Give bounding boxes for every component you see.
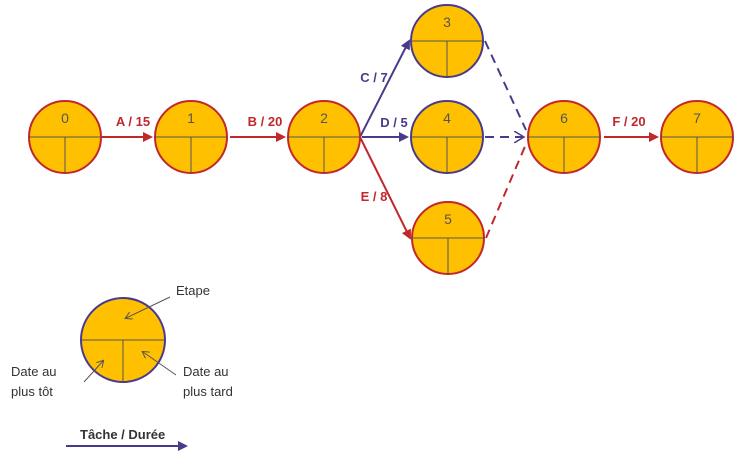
dummy-link-5-6 xyxy=(485,143,527,239)
legend-pointer-date-tard xyxy=(143,352,177,376)
task-label-C: C / 7 xyxy=(360,70,387,85)
legend-date-tot-line2: plus tôt xyxy=(11,384,53,399)
node-5: 5 xyxy=(411,201,485,275)
node-0: 0 xyxy=(28,100,102,174)
node-number: 1 xyxy=(187,110,195,126)
legend-etape-label: Etape xyxy=(176,283,210,298)
node-number: 5 xyxy=(444,211,452,227)
legend-date-tot-line1: Date au xyxy=(11,364,57,379)
node-number: 7 xyxy=(693,110,701,126)
legend-date-tard-line1: Date au xyxy=(183,364,229,379)
task-arrow-E xyxy=(359,136,411,240)
legend: Etape Date au plus tôt Date au plus tard… xyxy=(11,283,233,451)
task-label-D: D / 5 xyxy=(380,115,407,130)
task-arrows xyxy=(101,39,659,240)
node-2: 2 xyxy=(287,100,361,174)
node-number: 6 xyxy=(560,110,568,126)
task-label-A: A / 15 xyxy=(116,114,150,129)
legend-date-tard-line2: plus tard xyxy=(183,384,233,399)
node-number: 4 xyxy=(443,110,451,126)
task-arrow-C xyxy=(359,39,410,138)
node-4: 4 xyxy=(410,100,484,174)
dummy-links xyxy=(484,40,527,239)
legend-pointer-etape xyxy=(126,296,171,318)
legend-node xyxy=(80,297,166,383)
node-7: 7 xyxy=(660,100,734,174)
task-label-F: F / 20 xyxy=(612,114,645,129)
task-label-E: E / 8 xyxy=(361,189,388,204)
node-1: 1 xyxy=(154,100,228,174)
node-number: 3 xyxy=(443,14,451,30)
task-labels: A / 15 B / 20 C / 7 D / 5 E / 8 F / 20 xyxy=(116,70,646,204)
legend-task-duration-label: Tâche / Durée xyxy=(80,427,165,442)
node-number: 0 xyxy=(61,110,69,126)
node-3: 3 xyxy=(410,4,484,78)
node-6: 6 xyxy=(527,100,601,174)
legend-pointer-date-tot xyxy=(83,361,103,383)
task-label-B: B / 20 xyxy=(248,114,283,129)
node-number: 2 xyxy=(320,110,328,126)
dummy-link-3-6 xyxy=(484,40,527,131)
